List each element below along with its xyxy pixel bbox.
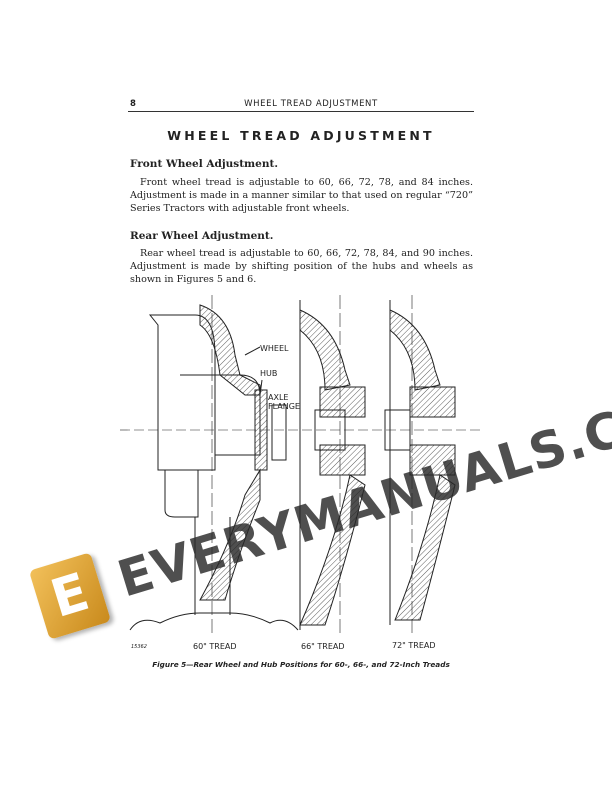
page-number: 8 — [130, 99, 137, 109]
label-axle-flange: AXLE FLANGE — [268, 393, 300, 411]
running-header: 8 WHEEL TREAD ADJUSTMENT — [128, 99, 474, 112]
section-body-front: Front wheel tread is adjustable to 60, 6… — [130, 177, 473, 214]
tread-label-66: 66" TREAD — [301, 642, 345, 651]
figure-drawing — [120, 295, 480, 635]
running-title: WHEEL TREAD ADJUSTMENT — [244, 99, 378, 109]
section-heading-rear: Rear Wheel Adjustment. — [130, 230, 274, 242]
watermark-logo: E — [28, 552, 112, 640]
figure-caption: Figure 5—Rear Wheel and Hub Positions fo… — [152, 660, 450, 669]
label-hub: HUB — [260, 369, 278, 378]
section-heading-front: Front Wheel Adjustment. — [130, 158, 278, 170]
tread-label-72: 72" TREAD — [392, 641, 436, 650]
watermark-logo-letter: E — [44, 562, 96, 630]
tread-label-60: 60" TREAD — [193, 642, 237, 651]
label-wheel: WHEEL — [260, 344, 289, 353]
drawing-number: 15362 — [131, 644, 147, 650]
page-title: WHEEL TREAD ADJUSTMENT — [167, 128, 435, 143]
section-body-rear: Rear wheel tread is adjustable to 60, 66… — [130, 248, 473, 285]
